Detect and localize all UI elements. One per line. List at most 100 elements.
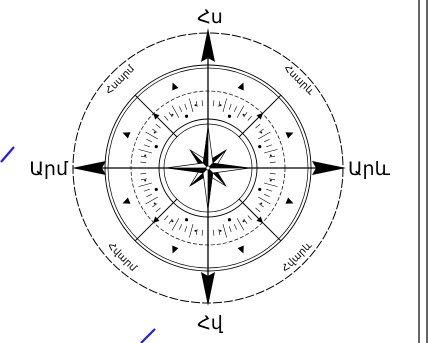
degree-tick [264,183,278,187]
star-center [206,166,210,170]
degree-tick [202,230,203,236]
direction-dot [185,115,188,118]
degree-tick [223,98,227,112]
degree-tick [234,106,237,111]
degree-tick [146,132,158,139]
degree-tick [196,229,197,235]
degree-tick [229,104,231,110]
north-label: Հս [197,6,223,28]
direction-dot [258,145,261,148]
direction-triangle [123,198,131,204]
degree-tick [138,183,152,187]
degree-tick [237,106,244,118]
degree-tick [138,149,152,153]
degree-tick [258,132,270,139]
direction-triangle [123,132,131,138]
west-arrow [72,161,106,175]
degree-tick [266,145,272,147]
minor-dot [154,203,156,205]
degree-tick [248,116,252,121]
degree-tick [213,100,214,106]
stray-blue-stroke-bottom [141,329,155,343]
degree-tick [264,194,269,197]
direction-dot [228,218,231,221]
degree-tick [146,197,158,204]
degree-tick [144,189,150,191]
degree-tick [185,226,187,232]
direction-triangle [286,132,294,138]
star-point-light [208,126,213,168]
direction-triangle [238,83,244,91]
star-point-dark [208,163,250,168]
degree-tick [164,215,168,220]
star-point-light [203,168,208,210]
degree-tick [140,162,146,163]
degree-tick [189,224,193,238]
minor-dot [270,155,272,157]
direction-triangle [172,246,178,254]
minor-dot [144,179,146,181]
degree-tick [234,224,237,229]
degree-tick [269,179,275,180]
degree-tick [219,101,220,107]
degree-tick [146,139,151,142]
direction-triangle [238,246,244,254]
degree-tick [229,226,231,232]
direction-triangle [172,83,178,91]
degree-tick [270,173,276,174]
degree-tick [213,230,214,236]
degree-tick [219,229,220,235]
degree-tick [255,124,260,128]
east-label: Արև [348,158,391,180]
south-label: Հվ [197,312,224,334]
minor-dot [243,220,245,222]
degree-tick [189,98,193,112]
degree-tick [270,162,276,163]
star-point-light [208,168,250,173]
minor-dot [154,131,156,133]
degree-tick [223,224,227,238]
degree-tick [179,224,182,229]
degree-tick [172,106,179,118]
degree-tick [248,215,252,220]
direction-dot [228,115,231,118]
degree-tick [264,149,278,153]
degree-tick [141,179,147,180]
degree-tick [269,156,275,157]
star-point-dark [208,168,213,210]
stray-blue-stroke-left [1,147,14,162]
star-point-light [166,163,208,168]
compass-star [166,126,250,210]
degree-tick [156,124,161,128]
minor-dot [243,114,245,116]
minor-dot [270,179,272,181]
direction-dot [155,145,158,148]
direction-dot [185,218,188,221]
minor-dot [195,230,197,232]
degree-tick [140,173,146,174]
minor-dot [171,220,173,222]
minor-dot [260,203,262,205]
degree-tick [179,106,182,111]
minor-dot [219,230,221,232]
degree-tick [266,189,272,191]
direction-triangle [286,198,294,204]
minor-dot [260,131,262,133]
direction-dot [155,188,158,191]
direction-dot [258,188,261,191]
west-label: Արմ [29,158,69,180]
degree-tick [146,194,151,197]
northwest-label: Հսարմ [104,63,138,97]
minor-dot [219,104,221,106]
degree-tick [255,208,260,212]
degree-tick [172,218,179,230]
star-point-dark [166,168,208,173]
degree-tick [144,145,150,147]
degree-tick [156,208,161,212]
degree-tick [164,116,168,121]
southwest-label: Հվարմ [105,241,139,275]
star-point-dark [203,126,208,168]
degree-tick [237,218,244,230]
minor-dot [171,114,173,116]
